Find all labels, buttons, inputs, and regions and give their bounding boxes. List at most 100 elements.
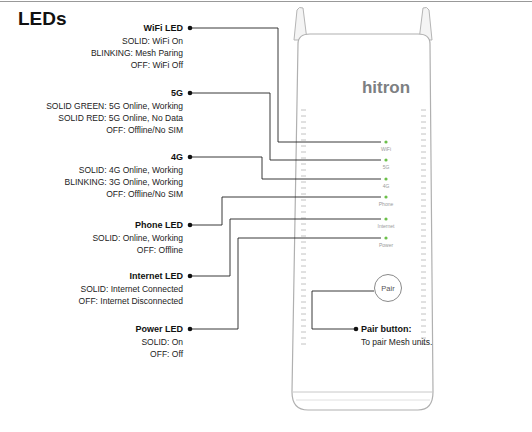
vent-slot [301,338,306,339]
leader-lines [190,28,381,329]
heading-label: 4G [171,152,183,162]
vent-slot [301,308,306,309]
vent-slot [301,332,306,333]
vent-slot [301,320,306,321]
vent-slot [421,122,426,123]
vent-slot [421,116,426,117]
vent-slot [301,158,306,159]
vent-slot [421,314,426,315]
vent-slot [421,158,426,159]
vent-slot [301,194,306,195]
vent-slot [301,296,306,297]
state-label: BLINKING: 3G Online, Working [65,177,183,187]
vent-slot [421,242,426,243]
vent-slot [301,188,306,189]
led-label: 5G [383,164,390,170]
vent-slot [421,254,426,255]
led-label: WiFi [381,146,391,152]
vent-slot [421,260,426,261]
router-base [293,392,433,393]
state-label: OFF: Off [150,349,183,359]
vent-slot [421,290,426,291]
state-label: To pair Mesh units. [361,337,432,347]
vent-slot [301,146,306,147]
vent-slot [421,332,426,333]
vent-slot [421,134,426,135]
vent-slot [421,302,426,303]
router-base [296,400,430,401]
vent-slot [421,200,426,201]
vent-slot [301,128,306,129]
vent-slot [421,128,426,129]
vent-slot [301,278,306,279]
state-label: SOLID: WiFi On [122,36,183,46]
vent-slot [421,230,426,231]
vent-slot [421,206,426,207]
vent-slot [301,224,306,225]
vent-slot [421,272,426,273]
vent-slot [301,122,306,123]
vent-slot [301,230,306,231]
state-label: OFF: Internet Disconnected [79,296,183,306]
pair-button: Pair [374,274,402,302]
heading-label: WiFi LED [144,23,183,33]
vent-slot [301,242,306,243]
vent-slot [301,116,306,117]
vent-slot [421,326,426,327]
vent-slot [301,182,306,183]
led-label: Internet [378,223,395,229]
vent-slot [301,254,306,255]
vent-slot [421,224,426,225]
vent-slot [301,140,306,141]
vent-slot [301,290,306,291]
led-label: 4G [383,183,390,189]
title: LEDs [18,8,67,30]
vent-slot [421,248,426,249]
vent-slot [301,218,306,219]
state-label: OFF: Offline/No SIM [106,125,183,135]
state-label: SOLID: Online, Working [92,233,183,243]
vent-slot [421,188,426,189]
heading-label: Phone LED [135,220,183,230]
vent-slot [421,182,426,183]
vent-slot [301,284,306,285]
state-label: SOLID RED: 5G Online, No Data [58,113,183,123]
state-label: OFF: WiFi Off [131,60,183,70]
brand-logo: hitron [362,79,410,97]
vent-slot [421,176,426,177]
vent-slot [421,152,426,153]
state-label: OFF: Offline [137,245,183,255]
state-label: SOLID GREEN: 5G Online, Working [46,101,183,111]
state-label: BLINKING: Mesh Paring [91,48,183,58]
vent-slot [301,134,306,135]
state-label: SOLID: Internet Connected [80,284,183,294]
vent-slot [421,212,426,213]
heading-label: Internet LED [129,271,183,281]
vent-slot [421,140,426,141]
vent-slot [301,302,306,303]
router-body [292,34,433,410]
vent-slot [421,236,426,237]
vent-slot [421,266,426,267]
vent-slot [301,152,306,153]
led-label: Phone [379,201,393,207]
vent-slot [301,110,306,111]
vent-slot [301,248,306,249]
vent-slot [301,326,306,327]
vent-slot [301,170,306,171]
vent-slot [421,170,426,171]
leader-dots [188,26,359,332]
vent-slot [301,260,306,261]
vent-slot [301,200,306,201]
top-rule [0,1,532,2]
vent-slot [301,236,306,237]
vent-slot [301,176,306,177]
vent-slot [301,344,306,345]
vent-slot [301,272,306,273]
led-label: Power [379,242,393,248]
vent-slot [421,194,426,195]
vent-slot [421,296,426,297]
vent-slot [421,146,426,147]
